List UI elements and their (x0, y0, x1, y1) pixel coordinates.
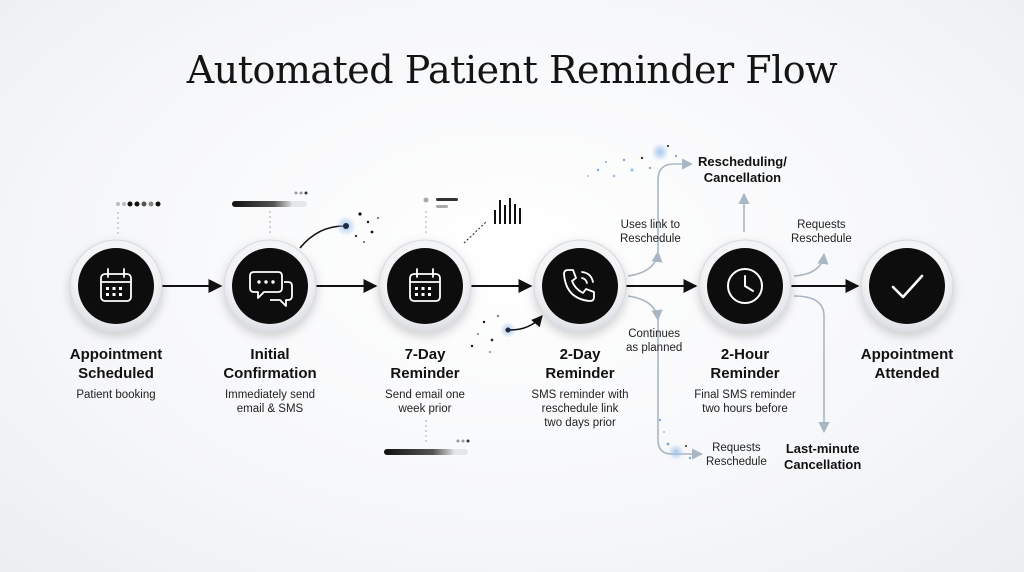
bar-graph-glyph (463, 198, 521, 244)
node-title-line: Confirmation (223, 365, 317, 382)
branch-last-minute-arrow (793, 295, 830, 434)
node-desc-line: Immediately send (224, 389, 316, 401)
node-2-day-reminder (533, 239, 627, 333)
node-title-line: Initial (250, 346, 290, 363)
node-title-line: 2-Day (559, 346, 601, 363)
branch-rescheduling-arrow (657, 158, 694, 252)
node-appointment-attended (860, 239, 954, 333)
node-desc-line: week prior (398, 403, 452, 415)
node-title-line: Reminder (545, 365, 615, 382)
anno-last-minute-cancellation: Last-minute Cancellation (784, 441, 861, 473)
anno-line: Continues (628, 328, 681, 340)
anno-continues: Continues as planned (626, 327, 682, 355)
anno-rescheduling-cancellation: Rescheduling/ Cancellation (698, 154, 787, 186)
anno-line: Cancellation (703, 170, 782, 185)
node-title-line: Appointment (860, 346, 954, 363)
node-desc-appointment-scheduled: Patient booking (31, 388, 201, 402)
node-desc-line: two days prior (544, 417, 616, 429)
anno-requests-reschedule-bottom: Requests Reschedule (706, 441, 767, 469)
page-title: Automated Patient Reminder Flow (186, 48, 838, 92)
node-desc-line: email & SMS (236, 403, 304, 415)
anno-line: Requests (797, 219, 846, 231)
node-initial-confirmation (223, 239, 317, 333)
branch-continues-arrow (627, 295, 663, 322)
anno-line: Reschedule (620, 233, 681, 245)
node-title-line: Scheduled (78, 365, 154, 382)
anno-line: Reschedule (706, 456, 767, 468)
node-title-2-hour-reminder: 2-Hour Reminder (660, 345, 830, 383)
phone-icon (563, 269, 595, 302)
flow-nodes (69, 239, 954, 333)
branch-requests-top-arrow (793, 252, 829, 277)
node-desc-2-day-reminder: SMS reminder with reschedule link two da… (495, 388, 665, 430)
dot-indicator-1 (116, 201, 161, 236)
progress-bar-1 (232, 191, 308, 236)
node-title-line: 2-Hour (720, 346, 770, 363)
progress-bar-2 (384, 420, 470, 455)
sparkle-cluster-2 (470, 315, 543, 353)
node-desc-line: Patient booking (76, 389, 156, 401)
node-title-initial-confirmation: Initial Confirmation (185, 345, 355, 383)
node-desc-2-hour-reminder: Final SMS reminder two hours before (660, 388, 830, 416)
anno-uses-link: Uses link to Reschedule (620, 218, 681, 246)
sparkle-cluster-3 (587, 143, 678, 178)
calendar-icon (100, 268, 132, 302)
node-title-line: Reminder (390, 365, 460, 382)
node-title-line: Attended (874, 365, 940, 382)
node-desc-line: Final SMS reminder (694, 389, 796, 401)
node-7-day-reminder (378, 239, 472, 333)
node-title-line: 7-Day (404, 346, 446, 363)
node-title-7-day-reminder: 7-Day Reminder (340, 345, 510, 383)
sparkle-cluster-1 (299, 212, 379, 249)
node-appointment-scheduled (69, 239, 163, 333)
node-title-line: Appointment (69, 346, 163, 363)
node-title-appointment-attended: Appointment Attended (822, 345, 992, 383)
line-indicator-1 (423, 197, 458, 236)
node-title-appointment-scheduled: Appointment Scheduled (31, 345, 201, 383)
node-desc-initial-confirmation: Immediately send email & SMS (185, 388, 355, 416)
anno-line: as planned (626, 342, 683, 354)
anno-line: Uses link to (620, 219, 681, 231)
decorative-accents (116, 143, 692, 460)
branch-uses-link-arrow (627, 250, 663, 277)
node-desc-line: reschedule link (541, 403, 619, 415)
anno-requests-reschedule-top: Requests Reschedule (791, 218, 852, 246)
node-desc-line: two hours before (702, 403, 788, 415)
anno-line: Cancellation (784, 457, 862, 472)
checkmark-icon (891, 274, 924, 299)
node-desc-line: SMS reminder with (531, 389, 629, 401)
calendar-icon (409, 268, 441, 302)
node-desc-7-day-reminder: Send email one week prior (340, 388, 510, 416)
anno-line: Last-minute (785, 441, 860, 456)
node-desc-line: Send email one (385, 389, 465, 401)
node-title-2-day-reminder: 2-Day Reminder (495, 345, 665, 383)
anno-line: Rescheduling/ (698, 154, 787, 169)
chat-bubbles-icon (249, 271, 293, 307)
sparkle-cluster-4 (658, 418, 692, 460)
clock-icon (727, 268, 763, 304)
anno-line: Reschedule (791, 233, 852, 245)
anno-line: Requests (712, 442, 761, 454)
node-title-line: Reminder (710, 365, 780, 382)
